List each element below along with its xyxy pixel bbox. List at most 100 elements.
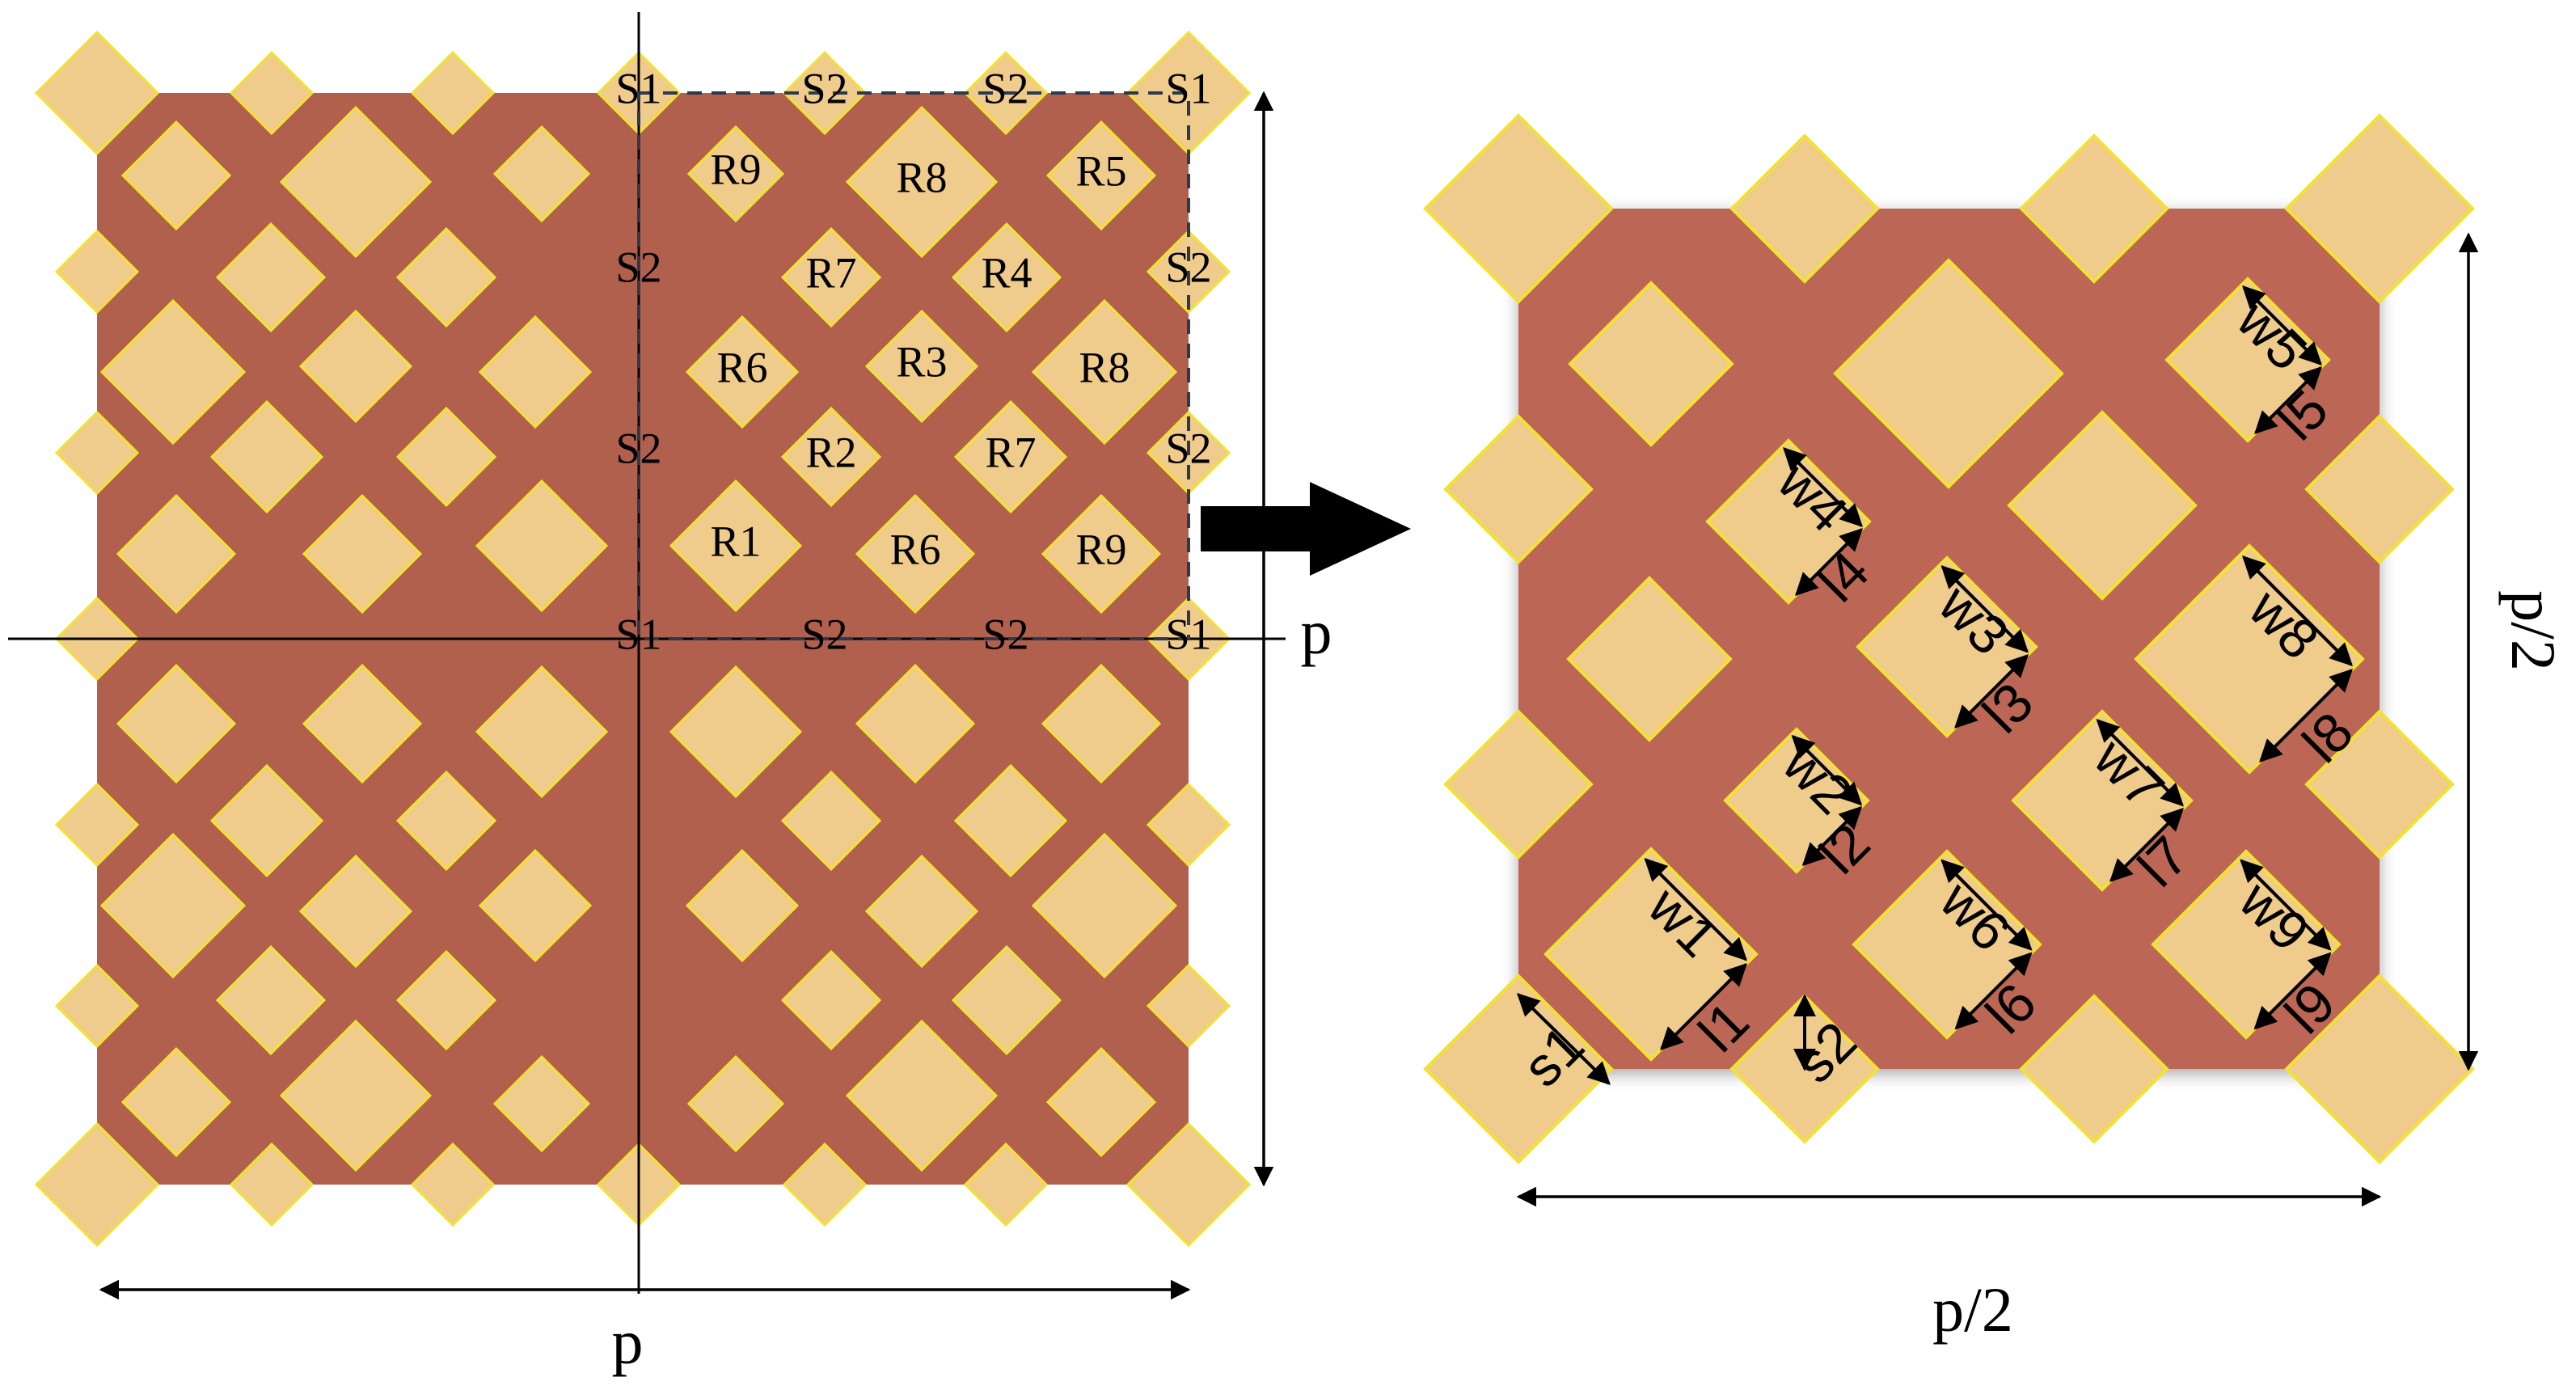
symmetry-label: S2 xyxy=(801,64,847,112)
unit-patch xyxy=(951,944,1062,1056)
edge-patch xyxy=(1423,113,1614,304)
unit-patch xyxy=(855,663,976,784)
symmetry-label: S1 xyxy=(615,610,661,658)
unit-patch xyxy=(492,125,591,223)
symmetry-label: S2 xyxy=(1165,424,1211,472)
half-period-side-label: p/2 xyxy=(2498,590,2569,671)
quadrant-outline xyxy=(637,91,1190,640)
width-arrow xyxy=(1783,447,1863,527)
unit-patch xyxy=(1031,298,1178,446)
width-arrow xyxy=(1940,565,2029,653)
unit-patch xyxy=(780,949,882,1051)
symmetry-label: S1 xyxy=(1165,610,1211,658)
unit-patch xyxy=(1045,120,1157,231)
unit-patch xyxy=(953,763,1068,878)
edge-patch xyxy=(34,30,160,156)
unit-patch xyxy=(686,125,785,223)
unit-patch xyxy=(395,226,497,328)
length-arrow xyxy=(1795,528,1863,596)
patch-array-full xyxy=(34,30,1252,1248)
period-x-label: p xyxy=(612,1307,644,1377)
edge-patch xyxy=(782,50,868,136)
length-arrow xyxy=(2253,952,2332,1030)
width-arrow xyxy=(1791,734,1863,806)
symmetry-label: S2 xyxy=(982,610,1028,658)
unit-patch xyxy=(685,315,800,429)
unit-patch xyxy=(279,1019,433,1172)
unit-patch xyxy=(279,105,433,259)
length-arrow xyxy=(1801,805,1863,867)
unit-patch xyxy=(1041,663,1162,784)
unit-patch xyxy=(209,399,324,514)
period-dimensions xyxy=(99,91,1274,1300)
edge-patch xyxy=(410,1142,496,1227)
unit-patch xyxy=(475,665,609,799)
unit-patch xyxy=(395,770,497,872)
region-label: R9 xyxy=(710,145,761,193)
unit-patch xyxy=(864,854,979,969)
edge-patch xyxy=(1443,414,1594,564)
unit-patch xyxy=(116,493,237,615)
symmetry-label: S1 xyxy=(615,64,661,112)
region-label: R1 xyxy=(710,517,761,565)
width-arrow xyxy=(2242,285,2322,365)
unit-patch xyxy=(298,854,413,969)
unit-patch xyxy=(669,479,803,613)
unit-patch xyxy=(492,1054,591,1153)
edge-patch xyxy=(229,50,315,136)
length-arrow xyxy=(2259,669,2353,762)
unit-patch xyxy=(780,770,882,872)
width-arrow xyxy=(2242,555,2353,666)
period-y-label: p xyxy=(1301,597,1332,667)
unit-patch xyxy=(302,663,423,784)
edge-patch xyxy=(1443,709,1594,860)
unit-patch xyxy=(395,406,497,508)
edge-patch xyxy=(2304,414,2455,564)
unit-patch xyxy=(215,222,327,333)
width-arrow xyxy=(1644,858,1747,961)
width-arrow xyxy=(1940,859,2033,951)
region-label: R7 xyxy=(805,248,856,297)
unit-patch xyxy=(478,848,593,963)
unit-patch xyxy=(215,944,327,1056)
unit-patch xyxy=(302,493,423,615)
zoom-arrow xyxy=(1201,482,1411,576)
length-arrow xyxy=(1954,952,2033,1030)
symmetry-label: S2 xyxy=(982,64,1028,112)
unit-patch xyxy=(1045,1046,1157,1158)
symmetry-label: S2 xyxy=(615,243,661,291)
length-arrow xyxy=(1660,963,1747,1050)
unit-patch xyxy=(685,848,800,963)
edge-patch xyxy=(229,1142,315,1227)
width-arrow xyxy=(2240,859,2332,951)
edge-patch xyxy=(54,782,140,868)
unit-patch xyxy=(1041,493,1162,615)
edge-patch xyxy=(1146,782,1231,868)
edge-patch xyxy=(2019,994,2169,1144)
region-label: R9 xyxy=(1075,525,1126,573)
unit-patch xyxy=(855,493,976,615)
unit-patch xyxy=(1568,281,1734,447)
region-label: R6 xyxy=(716,343,767,391)
edge-patch xyxy=(963,1142,1049,1227)
length-arrow xyxy=(2254,366,2322,434)
unit-patch xyxy=(120,1046,232,1158)
region-label: R5 xyxy=(1075,146,1126,195)
edge-patch xyxy=(1146,963,1231,1049)
length-arrow xyxy=(2109,808,2184,882)
edge-patch xyxy=(1729,133,1880,284)
half-period-dimensions xyxy=(1516,232,2479,1207)
symmetry-label: S2 xyxy=(615,424,661,472)
region-label: R8 xyxy=(1079,343,1130,391)
unit-patch xyxy=(953,399,1068,514)
unit-patch xyxy=(1566,576,1733,742)
unit-patch xyxy=(780,226,882,328)
edge-patch xyxy=(2284,974,2475,1164)
unit-patch xyxy=(845,105,999,259)
length-arrow xyxy=(1954,654,2029,729)
unit-patch xyxy=(864,309,979,424)
edge-patch xyxy=(1125,1122,1252,1248)
unit-patch xyxy=(845,1019,999,1172)
